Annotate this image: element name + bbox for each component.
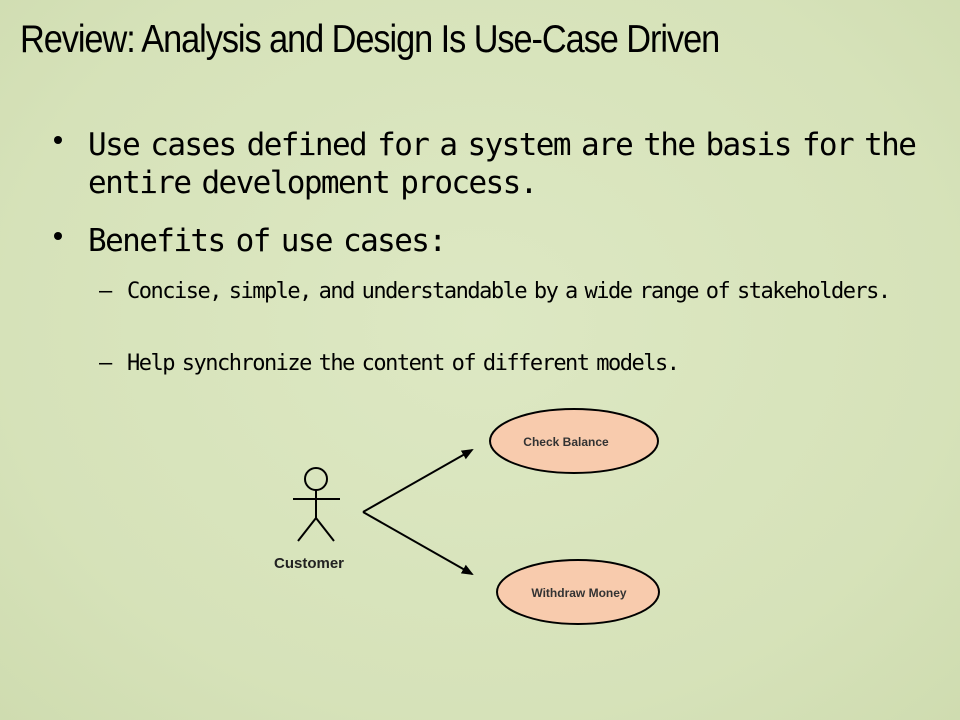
sub-bullet-item: – Help synchronize the content of differ… [99,349,927,379]
bullet-text: Use cases defined for a system are the b… [88,127,917,201]
slide-title: Review: Analysis and Design Is Use-Case … [20,18,720,61]
dash-icon: – [99,279,112,304]
sub-bullet-item: – Concise, simple, and understandable by… [99,277,927,307]
bullet-item: Benefits of use cases: [54,222,938,260]
bullet-dot-icon [54,232,62,240]
dash-icon: – [99,351,112,376]
actor-label: Customer [274,555,344,572]
bullet-item: Use cases defined for a system are the b… [54,126,938,202]
use-case-label: Withdraw Money [531,586,627,600]
bullet-dot-icon [54,136,62,144]
association-arrow-check-balance [362,449,474,513]
sub-bullet-text: Help synchronize the content of differen… [127,351,680,376]
association-arrow-withdraw-money [362,511,474,575]
use-case-withdraw-money: Withdraw Money [496,559,660,625]
sub-bullet-text: Concise, simple, and understandable by a… [127,279,891,304]
actor-stick-figure-icon [293,467,340,542]
use-case-check-balance: Check Balance [489,408,659,474]
bullet-text: Benefits of use cases: [88,223,447,259]
use-case-label: Check Balance [523,435,609,449]
